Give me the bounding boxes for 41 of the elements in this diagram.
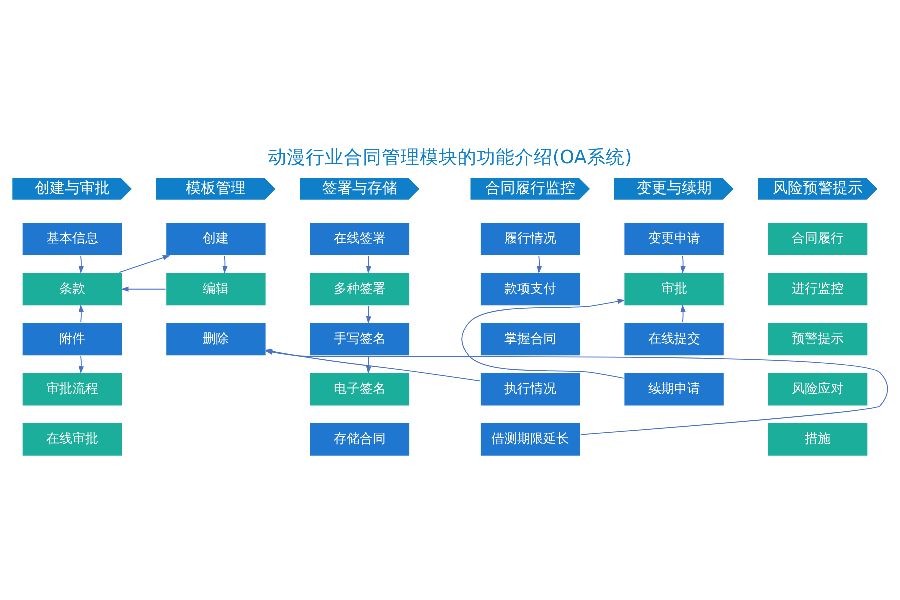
- node-box: 基本信息: [22, 222, 123, 256]
- arrow: [680, 255, 686, 274]
- node-box: 措施: [768, 422, 869, 456]
- node-box: 手写签名: [309, 322, 410, 356]
- arrow: [537, 255, 542, 274]
- node-box: 条款: [22, 272, 123, 306]
- arrow: [222, 255, 228, 274]
- node-box: 变更申请: [624, 222, 725, 256]
- node-box: 执行情况: [480, 372, 582, 406]
- node-box: 存储合同: [309, 422, 410, 456]
- arrow: [121, 286, 166, 292]
- node-box: 审批流程: [22, 372, 123, 406]
- node-box: 掌握合同: [480, 322, 582, 356]
- node-box: 创建: [166, 222, 267, 256]
- arrow: [366, 305, 372, 324]
- node-box: 附件: [22, 322, 123, 356]
- node-box: 审批: [624, 272, 725, 306]
- arrow: [366, 355, 372, 374]
- node-box: 借测期限延长: [480, 422, 582, 456]
- arrow: [462, 298, 626, 378]
- node-box: 在线提交: [624, 322, 725, 356]
- node-box: 在线审批: [22, 422, 123, 456]
- node-box: 风险应对: [768, 372, 869, 406]
- arrow: [680, 304, 686, 322]
- node-box: 编辑: [166, 272, 267, 306]
- arrow: [78, 255, 84, 274]
- node-box: 多种签署: [309, 272, 410, 306]
- arrow: [119, 254, 170, 273]
- node-box: 电子签名: [309, 372, 410, 406]
- node-box: 预警提示: [768, 322, 869, 356]
- node-box: 合同履行: [768, 222, 869, 256]
- arrow: [366, 255, 372, 274]
- node-box: 款项支付: [480, 272, 582, 306]
- arrow: [78, 304, 84, 322]
- node-box: 在线签署: [309, 222, 410, 256]
- node-box: 续期申请: [624, 372, 725, 406]
- diagram-title: 动漫行业合同管理模块的功能介绍(OA系统): [268, 146, 632, 168]
- node-box: 进行监控: [768, 272, 869, 306]
- node-box: 删除: [166, 322, 267, 356]
- node-box: 履行情况: [480, 222, 582, 256]
- arrow: [78, 355, 84, 374]
